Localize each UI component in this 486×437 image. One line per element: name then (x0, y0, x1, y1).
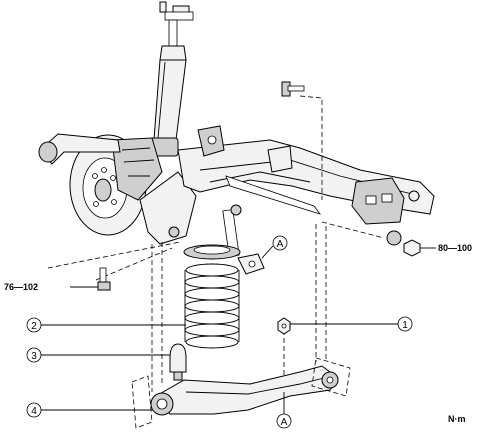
stabilizer-link (222, 204, 265, 275)
trailing-arm-bushing (38, 141, 58, 163)
bound-stopper (169, 343, 187, 381)
callout-4 (26, 402, 42, 418)
callout-1 (397, 316, 413, 332)
callout-4-label: 4 (31, 406, 37, 417)
callout-2-label: 2 (31, 321, 37, 332)
lower-arm (131, 357, 351, 429)
crossmember (177, 125, 435, 225)
left-bolt (47, 241, 181, 291)
callout-3-label: 3 (31, 351, 37, 362)
bound-stopper-body (169, 343, 187, 373)
knuckle (139, 171, 197, 245)
torque-left-label: 76—102 (4, 282, 38, 292)
ref-mark-a-top-label: A (277, 239, 284, 250)
torque-right-label: 80—100 (438, 243, 472, 253)
ref-mark-a-top (272, 235, 288, 251)
right-washer (386, 230, 402, 246)
unit-label: N·m (448, 414, 466, 424)
callout-3 (26, 347, 42, 363)
lower-arm-body (155, 365, 339, 415)
knuckle-body (139, 171, 197, 245)
shock-dust-boot (159, 45, 187, 61)
shock-piston-rod (168, 19, 178, 47)
shock-top-washer (164, 11, 194, 21)
callout-1-label: 1 (402, 320, 408, 331)
trailing-arm-body (39, 133, 121, 165)
callout-2 (26, 317, 42, 333)
right-nut (321, 221, 421, 257)
left-bolt-head (97, 281, 111, 291)
top-bolt (281, 81, 323, 200)
shock-absorber (149, 1, 194, 157)
ref-mark-a-bottom (276, 413, 292, 429)
right-nut-hex (403, 239, 421, 257)
coil-spring (183, 244, 241, 349)
mid-bracket (267, 145, 293, 173)
top-bolt-shank (287, 85, 305, 92)
brake-caliper (111, 137, 163, 201)
diagonal-rod (225, 175, 322, 215)
brake-assembly (69, 134, 163, 236)
right-mount-block (351, 177, 405, 225)
hub-center (94, 178, 112, 202)
shock-top-stud (159, 1, 167, 13)
trailing-arm (38, 133, 121, 165)
ref-mark-a-bottom-label: A (281, 417, 288, 428)
